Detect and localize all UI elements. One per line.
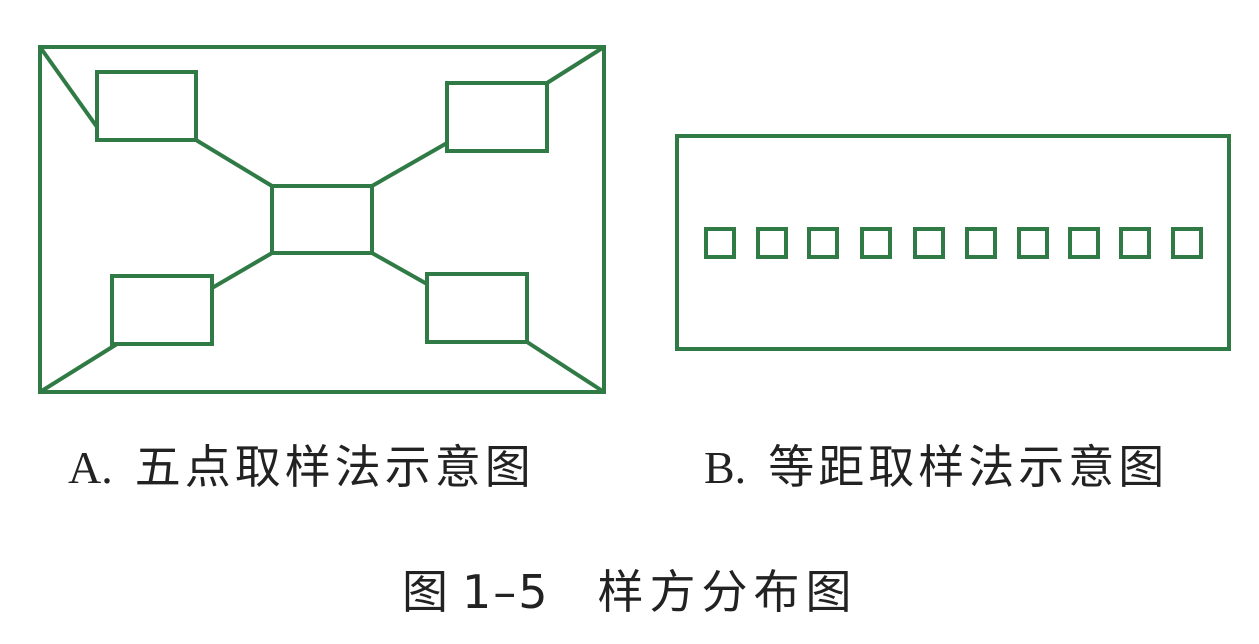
connector-line bbox=[371, 251, 428, 286]
sample-plot bbox=[965, 227, 997, 259]
sample-plots bbox=[704, 227, 1203, 259]
figure-number: 1–5 bbox=[462, 565, 550, 619]
sample-plot bbox=[913, 227, 945, 259]
sample-plot bbox=[807, 227, 839, 259]
sample-plot bbox=[1068, 227, 1100, 259]
caption-letter: B. bbox=[704, 442, 747, 493]
sample-plot bbox=[1017, 227, 1049, 259]
sample-plot bbox=[860, 227, 892, 259]
equidistant-sampling-diagram bbox=[675, 134, 1231, 351]
caption-equidistant: B.等距取样法示意图 bbox=[704, 444, 1168, 491]
connector-line bbox=[545, 45, 606, 85]
connector-line bbox=[194, 138, 274, 188]
connector-line bbox=[371, 141, 448, 188]
sample-plot bbox=[756, 227, 788, 259]
sample-plot-top-right bbox=[445, 81, 549, 153]
connector-line bbox=[210, 251, 274, 290]
caption-text: 五点取样法示意图 bbox=[134, 440, 535, 494]
caption-five-point: A.五点取样法示意图 bbox=[68, 444, 535, 491]
five-point-sampling-diagram bbox=[38, 45, 606, 394]
sample-plot-bottom-right bbox=[425, 272, 529, 344]
figure-caption: 样方分布图 bbox=[597, 565, 858, 619]
sample-plot-top-left bbox=[95, 70, 198, 142]
figure-prefix: 图 bbox=[402, 565, 454, 619]
caption-text: 等距取样法示意图 bbox=[768, 440, 1169, 494]
sample-plot bbox=[1119, 227, 1151, 259]
sample-plot bbox=[704, 227, 736, 259]
connector-line bbox=[38, 45, 99, 129]
connector-line bbox=[38, 342, 119, 394]
field-boundary bbox=[675, 134, 1231, 351]
sample-plot bbox=[1171, 227, 1203, 259]
connector-line bbox=[525, 340, 606, 394]
caption-letter: A. bbox=[68, 442, 113, 493]
field-boundary bbox=[38, 45, 606, 394]
sample-plots bbox=[95, 70, 549, 346]
connector-lines bbox=[38, 45, 606, 394]
sample-plot-bottom-left bbox=[110, 274, 214, 346]
sample-plot-center bbox=[270, 184, 374, 255]
